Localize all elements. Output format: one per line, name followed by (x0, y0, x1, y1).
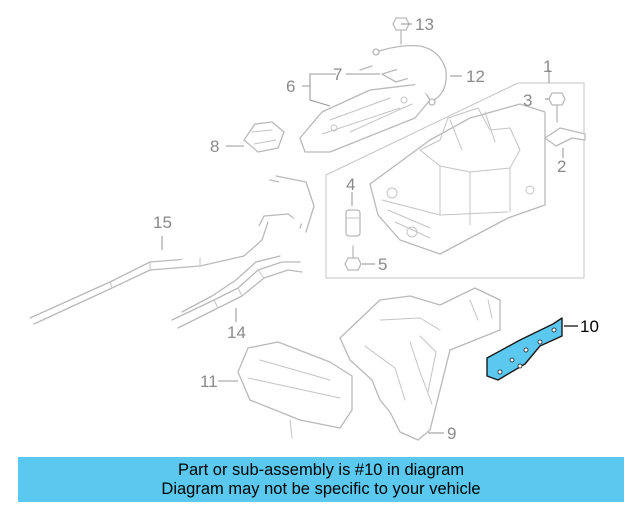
part-8-cap (243, 121, 285, 153)
callout-15: 15 (153, 213, 172, 232)
callout-2: 2 (557, 157, 566, 176)
part-13-bolt (392, 17, 410, 45)
callout-14: 14 (227, 323, 246, 342)
callout-4: 4 (346, 175, 355, 194)
part-4-collar (345, 192, 361, 237)
part-11-lower-cover (237, 341, 353, 439)
part-10-highlighted-bracket (486, 317, 563, 381)
callout-3: 3 (523, 91, 532, 110)
part-6-cover (299, 83, 431, 153)
part-14-wire-harness (171, 255, 303, 329)
callout-13: 13 (415, 15, 434, 34)
leader-lines (161, 23, 578, 434)
callout-7: 7 (333, 65, 342, 84)
parts-diagram: 1 2 3 4 5 6 7 8 9 10 11 12 13 14 15 (29, 15, 599, 443)
callout-8: 8 (210, 137, 219, 156)
part-2-small-bracket (544, 127, 586, 158)
callout-12: 12 (466, 67, 485, 86)
callout-9: 9 (447, 424, 456, 443)
callout-5: 5 (378, 255, 387, 274)
part-3-bolt (545, 92, 566, 123)
part-5-bolt (344, 245, 375, 271)
part-15-wire-harness (29, 175, 315, 325)
callout-6: 6 (286, 77, 295, 96)
part-12-cable (372, 44, 447, 106)
part-9-main-bracket (339, 287, 501, 441)
info-banner-line-2: Diagram may not be specific to your vehi… (161, 479, 481, 498)
info-banner: Part or sub-assembly is #10 in diagram D… (18, 457, 624, 502)
callout-11: 11 (200, 372, 218, 391)
part-1-inverter-housing (325, 82, 585, 279)
info-banner-line-1: Part or sub-assembly is #10 in diagram (177, 460, 465, 479)
callout-10: 10 (580, 317, 599, 336)
callout-1: 1 (543, 57, 552, 76)
